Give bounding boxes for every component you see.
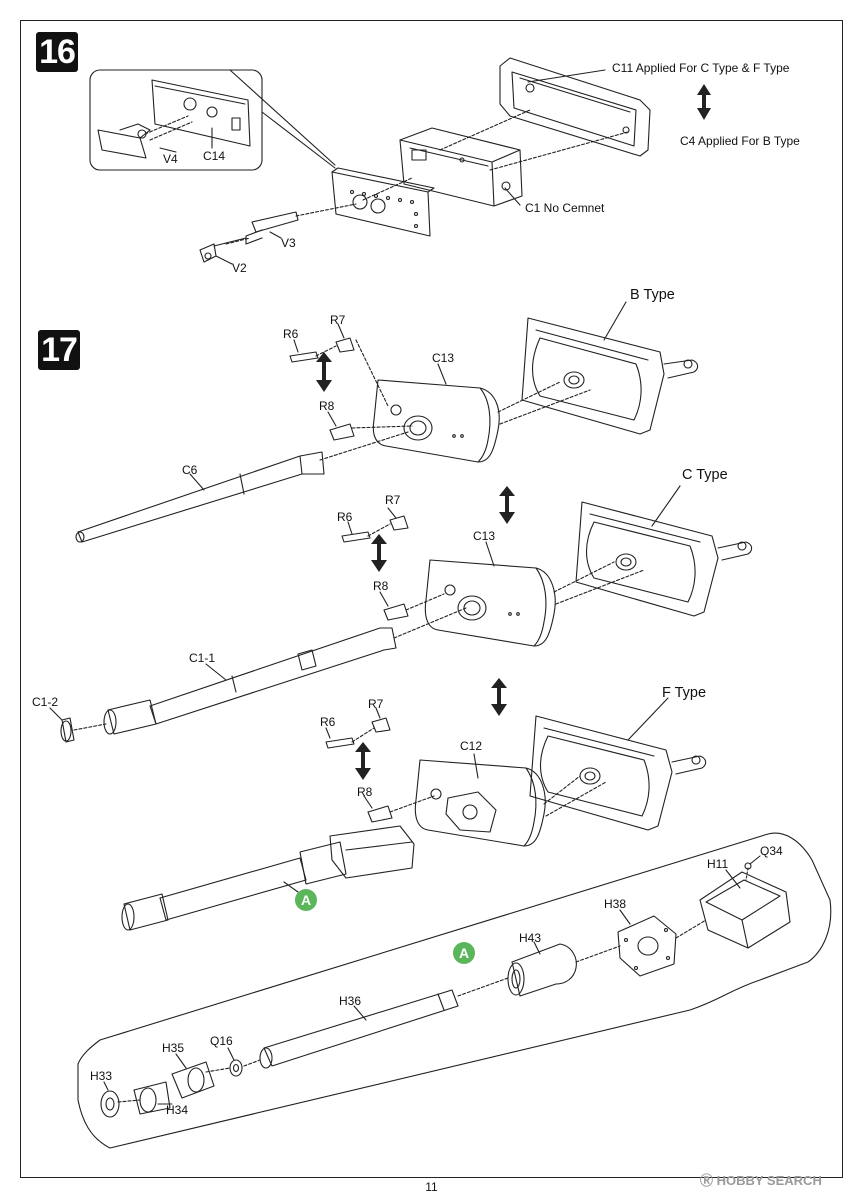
c-type-assembly — [49, 485, 753, 743]
page-number: 11 — [425, 1180, 438, 1194]
c-type-title: C Type — [682, 467, 728, 483]
subassembly-a-box — [77, 832, 832, 1149]
f-type-title: F Type — [662, 685, 707, 701]
a-part-label-q16: Q16 — [210, 1034, 233, 1048]
a-part-label-h33: H33 — [90, 1069, 113, 1083]
step17-badge: 17 — [38, 330, 80, 370]
b-type-title: B Type — [630, 287, 675, 303]
b-part-label-c13: C13 — [432, 351, 455, 365]
step16-inset-box — [89, 69, 336, 171]
a-part-label-h34: H34 — [166, 1103, 189, 1117]
f-part-label-c12: C12 — [460, 739, 483, 753]
watermark-logo: Ⓡ HOBBY SEARCH — [700, 1173, 822, 1188]
a-part-label-q34: Q34 — [760, 844, 783, 858]
f-type-assembly-marker: A — [295, 889, 317, 911]
f-part-label-r7: R7 — [368, 697, 384, 711]
part-label-c14: C14 — [203, 149, 226, 163]
a-part-label-h35: H35 — [162, 1041, 185, 1055]
part-label-v2: V2 — [232, 261, 247, 275]
f-part-label-r6: R6 — [320, 715, 336, 729]
c-part-label-r6: R6 — [337, 510, 353, 524]
b-part-label-r6: R6 — [283, 327, 299, 341]
a-part-label-h43: H43 — [519, 931, 542, 945]
subassembly-a-marker-label: A — [458, 945, 470, 961]
step17-number: 17 — [41, 330, 78, 369]
step16-double-arrow — [697, 84, 711, 120]
part-label-c11: C11 Applied For C Type & F Type — [612, 61, 790, 75]
part-label-v4: V4 — [163, 152, 178, 166]
a-part-label-h38: H38 — [604, 897, 627, 911]
part-label-c4: C4 Applied For B Type — [680, 134, 800, 148]
subassembly-a-marker: A — [453, 942, 475, 964]
part-label-v3: V3 — [281, 236, 296, 250]
step16-main-parts — [159, 57, 651, 265]
b-type-assembly — [75, 301, 699, 543]
c-part-label-c1-1: C1-1 — [189, 651, 216, 665]
a-part-label-h36: H36 — [339, 994, 362, 1008]
c-part-label-r8: R8 — [373, 579, 389, 593]
f-type-assembly — [121, 697, 707, 931]
b-part-label-c6: C6 — [182, 463, 198, 477]
c-part-label-r7: R7 — [385, 493, 401, 507]
page-frame — [20, 20, 843, 1178]
c-part-label-c1-2: C1-2 — [32, 695, 59, 709]
step16-number: 16 — [39, 32, 76, 71]
c-part-label-c13: C13 — [473, 529, 496, 543]
a-part-label-h11: H11 — [707, 857, 729, 871]
step16-badge: 16 — [36, 32, 78, 72]
part-label-c1: C1 No Cemnet — [525, 201, 605, 215]
b-part-label-r8: R8 — [319, 399, 335, 413]
b-part-label-r7: R7 — [330, 313, 346, 327]
small-double-arrows — [316, 352, 515, 780]
f-type-marker-label: A — [300, 892, 312, 908]
f-part-label-r8: R8 — [357, 785, 373, 799]
